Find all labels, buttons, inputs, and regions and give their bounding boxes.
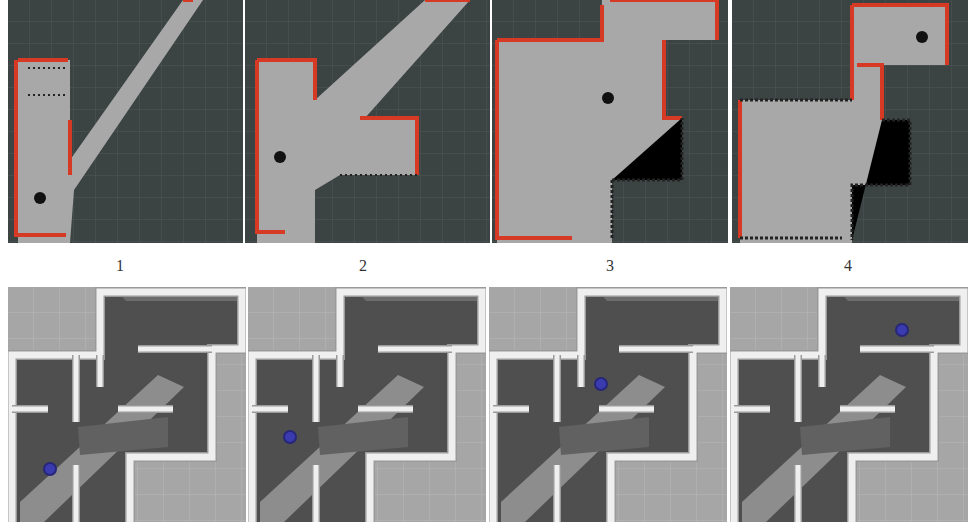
panel-number: 1: [116, 257, 124, 275]
panel-number: 2: [359, 257, 367, 275]
panel-number: 3: [606, 257, 614, 275]
panel-number: 4: [844, 257, 852, 275]
